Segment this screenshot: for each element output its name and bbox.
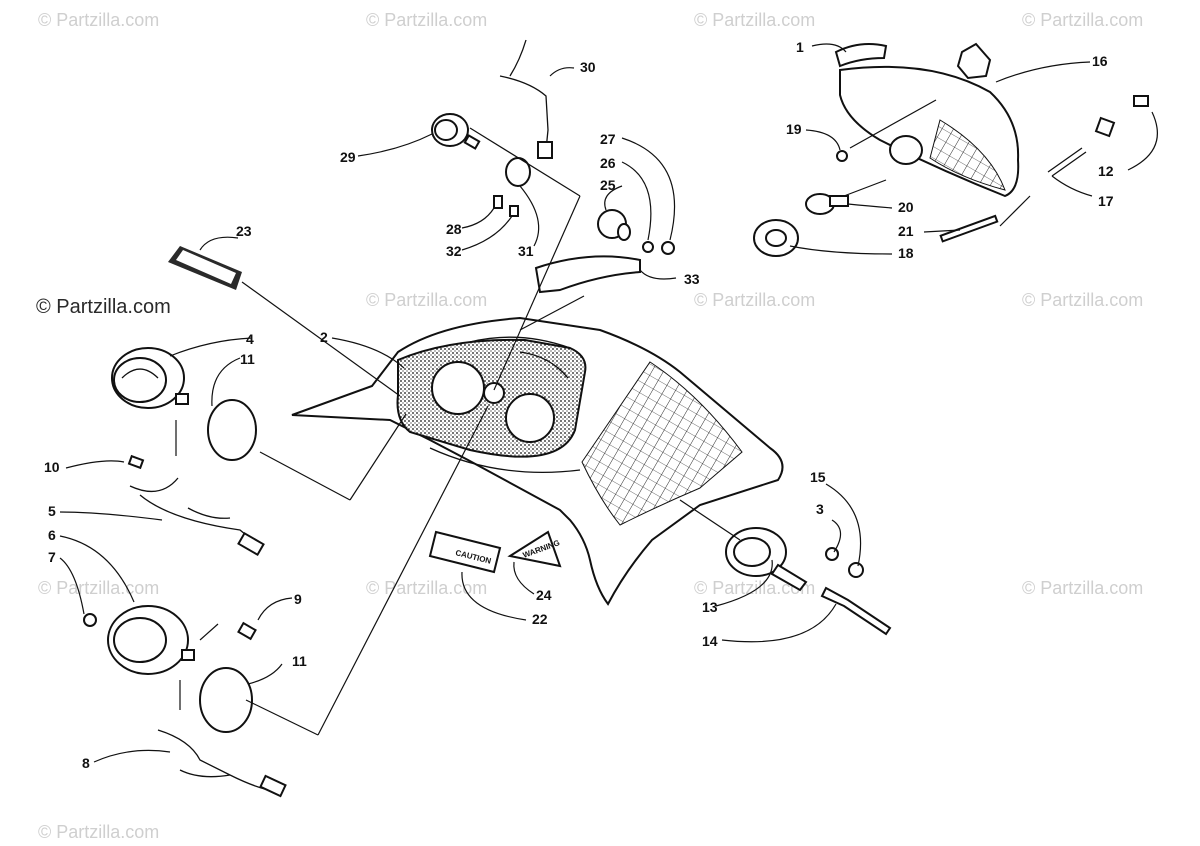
callout-3: 3 xyxy=(816,501,824,517)
watermark: © Partzilla.com xyxy=(1022,10,1143,30)
callout-32: 32 xyxy=(446,243,462,259)
bulb-socket xyxy=(127,454,145,470)
watermark: © Partzilla.com xyxy=(38,822,159,842)
watermark: © Partzilla.com xyxy=(366,290,487,310)
warning-decal: WARNING xyxy=(507,530,562,568)
callout-28: 28 xyxy=(446,221,462,237)
switch-bezel xyxy=(725,527,808,592)
callout-13: 13 xyxy=(702,599,718,615)
tachometer xyxy=(107,605,195,675)
assembly-lines xyxy=(175,99,1031,736)
screw-7 xyxy=(83,613,97,627)
callout-1: 1 xyxy=(796,39,804,55)
callout-15: 15 xyxy=(810,469,826,485)
adjuster-spring xyxy=(1047,147,1087,177)
callout-23: 23 xyxy=(236,223,252,239)
callout-5: 5 xyxy=(48,503,56,519)
switch xyxy=(820,586,892,636)
nut xyxy=(661,241,675,255)
callout-leaders xyxy=(59,43,1158,763)
gauge-29 xyxy=(431,113,481,150)
harness-connector xyxy=(237,531,265,557)
callout-7: 7 xyxy=(48,549,56,565)
watermark: © Partzilla.com xyxy=(38,10,159,30)
adjuster-bracket xyxy=(1094,116,1116,138)
speedometer xyxy=(111,347,189,409)
callout-19: 19 xyxy=(786,121,802,137)
knob-cap xyxy=(617,223,631,241)
callout-4: 4 xyxy=(246,331,254,347)
watermark: © Partzilla.com xyxy=(694,290,815,310)
callout-25: 25 xyxy=(600,177,616,193)
adjuster-screw xyxy=(939,214,999,243)
bulb-32 xyxy=(509,205,519,217)
callout-24: 24 xyxy=(536,587,552,603)
headlight-housing xyxy=(834,42,1020,198)
callout-21: 21 xyxy=(898,223,914,239)
watermark: © Partzilla.com xyxy=(1022,578,1143,598)
callout-27: 27 xyxy=(600,131,616,147)
wiring-harness xyxy=(129,477,263,549)
callout-2: 2 xyxy=(320,329,328,345)
callout-22: 22 xyxy=(532,611,548,627)
callout-30: 30 xyxy=(580,59,596,75)
callout-16: 16 xyxy=(1092,53,1108,69)
callout-26: 26 xyxy=(600,155,616,171)
callout-11: 11 xyxy=(240,351,255,367)
watermark: © Partzilla.com xyxy=(694,578,815,598)
wiring-harness xyxy=(499,39,549,151)
watermark: © Partzilla.com xyxy=(694,10,815,30)
washer xyxy=(825,547,839,561)
adjuster-knob xyxy=(753,219,799,257)
callout-11-b: 11 xyxy=(292,653,307,669)
callout-33: 33 xyxy=(684,271,700,287)
dashboard-hood xyxy=(291,316,784,606)
bulb-28 xyxy=(493,195,503,209)
callout-6: 6 xyxy=(48,527,56,543)
bulb-socket xyxy=(237,621,257,641)
bezel-ring xyxy=(199,667,253,733)
callout-29: 29 xyxy=(340,149,356,165)
decal-23 xyxy=(168,246,242,290)
callout-10: 10 xyxy=(44,459,60,475)
screw-19 xyxy=(836,150,848,162)
watermark: © Partzilla.com xyxy=(38,578,159,598)
headlight-bulb xyxy=(805,193,849,215)
callout-31: 31 xyxy=(518,243,534,259)
harness-connector xyxy=(259,774,287,798)
callout-18: 18 xyxy=(898,245,914,261)
caution-decal: CAUTION xyxy=(428,530,502,574)
callout-8: 8 xyxy=(82,755,90,771)
washer xyxy=(642,241,654,253)
callout-12: 12 xyxy=(1098,163,1114,179)
callout-labels: 1 2 3 4 5 6 7 8 9 10 11 11 12 13 14 15 1… xyxy=(44,39,1114,771)
windshield-trim xyxy=(534,255,641,294)
harness-connector xyxy=(537,141,553,159)
watermark: © Partzilla.com xyxy=(36,296,171,318)
callout-20: 20 xyxy=(898,199,914,215)
callout-9: 9 xyxy=(294,591,302,607)
nut xyxy=(848,562,864,578)
watermark: © Partzilla.com xyxy=(366,10,487,30)
callout-14: 14 xyxy=(702,633,718,649)
watermark-layer: © Partzilla.com © Partzilla.com © Partzi… xyxy=(36,10,1143,842)
callout-17: 17 xyxy=(1098,193,1114,209)
adjuster-clip xyxy=(1133,95,1149,107)
watermark: © Partzilla.com xyxy=(1022,290,1143,310)
bezel-ring xyxy=(207,399,257,461)
